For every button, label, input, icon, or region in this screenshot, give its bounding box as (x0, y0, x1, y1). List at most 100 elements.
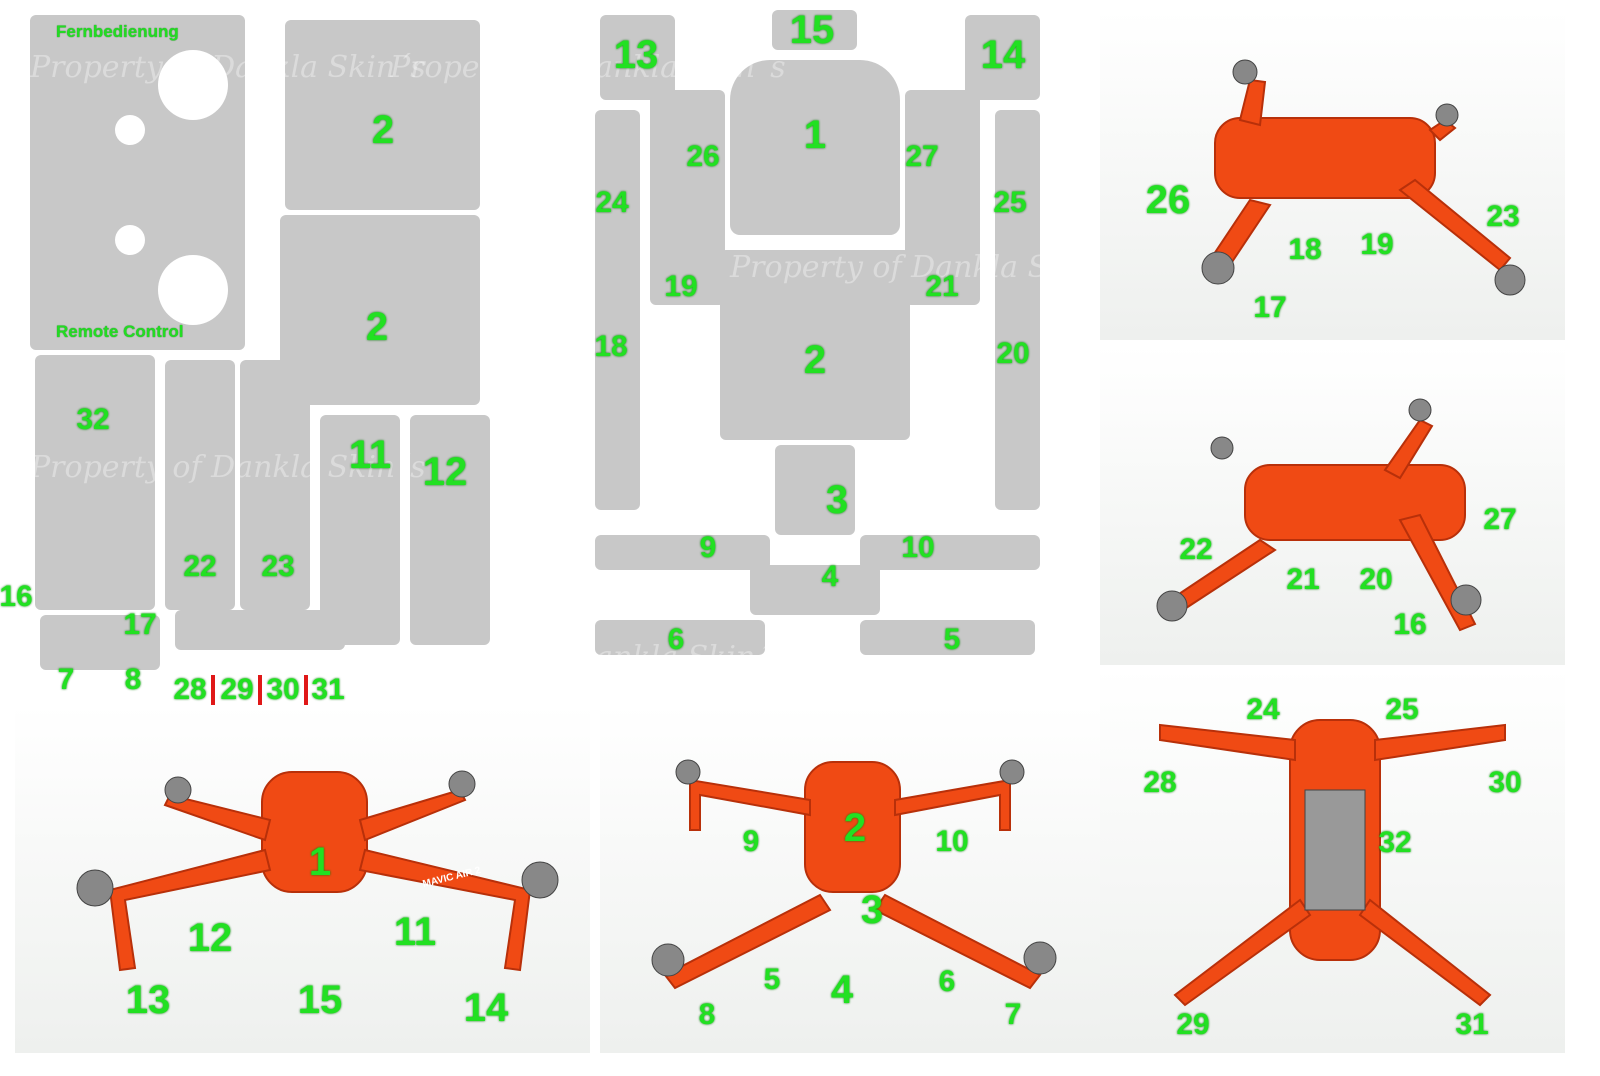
photo-label: 30 (1488, 766, 1522, 799)
part-6 (595, 620, 765, 655)
arm-skin (165, 360, 235, 610)
part-label: 17 (123, 608, 157, 641)
part-label: 23 (261, 550, 295, 583)
arm-skin (410, 415, 490, 645)
photo-label: 5 (763, 963, 781, 996)
part-13 (600, 15, 675, 100)
battery-bottom (1304, 789, 1366, 911)
photo-label: 16 (1393, 608, 1427, 641)
part-label: 7 (57, 663, 75, 696)
photo-label: 6 (938, 965, 956, 998)
photo-label: 22 (1179, 533, 1213, 566)
part-label: 31 (311, 673, 345, 706)
stick-hole (158, 255, 228, 325)
part-label: 19 (664, 270, 698, 303)
part-label: 9 (699, 531, 717, 564)
photo-label: 14 (463, 986, 509, 1030)
photo-label: 3 (860, 888, 884, 932)
part-label: 10 (901, 531, 935, 564)
part-label: 20 (996, 337, 1030, 370)
photo-label: 25 (1385, 693, 1419, 726)
separator (304, 675, 308, 705)
photo-label: 10 (935, 825, 969, 858)
part-label: 27 (905, 140, 939, 173)
part-2 (720, 250, 910, 440)
arm-skin (320, 415, 400, 645)
part-label: 2 (803, 338, 827, 382)
remote-title-de: Fernbedienung (56, 22, 179, 41)
photo-label: 23 (1486, 200, 1520, 233)
photo-label: 21 (1286, 563, 1320, 596)
side-skin-left (595, 110, 640, 510)
photo-label: 20 (1359, 563, 1393, 596)
part-label: 24 (595, 186, 629, 219)
top-shell-skin (280, 215, 480, 405)
part-3 (775, 445, 855, 535)
photo-label: 26 (1145, 178, 1191, 222)
part-1 (730, 60, 900, 235)
part-label: 18 (594, 330, 628, 363)
photo-label: 1 (308, 840, 332, 884)
part-label: 8 (124, 663, 142, 696)
photo-label: 31 (1455, 1008, 1489, 1041)
part-14 (965, 15, 1040, 100)
photo-label: 29 (1176, 1008, 1210, 1041)
part-5 (860, 620, 1035, 655)
part-9 (595, 535, 770, 570)
part-10 (860, 535, 1040, 570)
part-label: 13 (613, 33, 659, 77)
part-label: 2 (371, 108, 395, 152)
photo-label: 17 (1253, 291, 1287, 324)
part-label: 22 (183, 550, 217, 583)
part-label: 21 (925, 270, 959, 303)
part-label: 14 (980, 33, 1026, 77)
button-hole (115, 115, 145, 145)
part-label: 1 (803, 113, 827, 157)
photo-label: 28 (1143, 766, 1177, 799)
small-parts-skin (40, 615, 160, 670)
stick-hole (158, 50, 228, 120)
part-15 (772, 10, 857, 50)
photo-label: 4 (830, 968, 854, 1012)
photo-label: 27 (1483, 503, 1517, 536)
part-label: 4 (821, 560, 839, 593)
photo-label: 12 (187, 916, 233, 960)
photo-label: 9 (742, 825, 760, 858)
part-4 (750, 565, 880, 615)
part-label: 28 (173, 673, 207, 706)
part-label: 15 (789, 8, 835, 52)
photo-label: 8 (698, 998, 716, 1031)
top-shell-skin (285, 20, 480, 210)
part-label: 16 (0, 580, 33, 613)
photo-label: 18 (1288, 233, 1322, 266)
photo-label: 2 (843, 806, 867, 850)
separator (211, 675, 215, 705)
part-label: 26 (686, 140, 720, 173)
photo-label: 7 (1004, 998, 1022, 1031)
part-label: 5 (943, 623, 961, 656)
remote-title-en: Remote Control (56, 322, 184, 341)
part-label: 2 (365, 305, 389, 349)
arm-skin (240, 360, 310, 610)
button-hole (115, 225, 145, 255)
part-label: 30 (266, 673, 300, 706)
part-label: 29 (220, 673, 254, 706)
side-skin-right (995, 110, 1040, 510)
part-label: 32 (76, 403, 110, 436)
part-26 (650, 90, 725, 305)
battery-skin (35, 355, 155, 610)
separator (258, 675, 262, 705)
part-label: 11 (348, 433, 392, 477)
part-label: 6 (667, 623, 685, 656)
part-27 (905, 90, 980, 305)
photo-label: 13 (125, 978, 171, 1022)
part-label: 25 (993, 186, 1027, 219)
photo-label: 32 (1378, 826, 1412, 859)
photo-label: 24 (1246, 693, 1280, 726)
photo-label: 11 (393, 910, 437, 954)
part-label: 12 (422, 450, 468, 494)
leg-tips-skin (175, 610, 345, 650)
photo-label: 15 (297, 978, 343, 1022)
part-label: 3 (825, 478, 849, 522)
